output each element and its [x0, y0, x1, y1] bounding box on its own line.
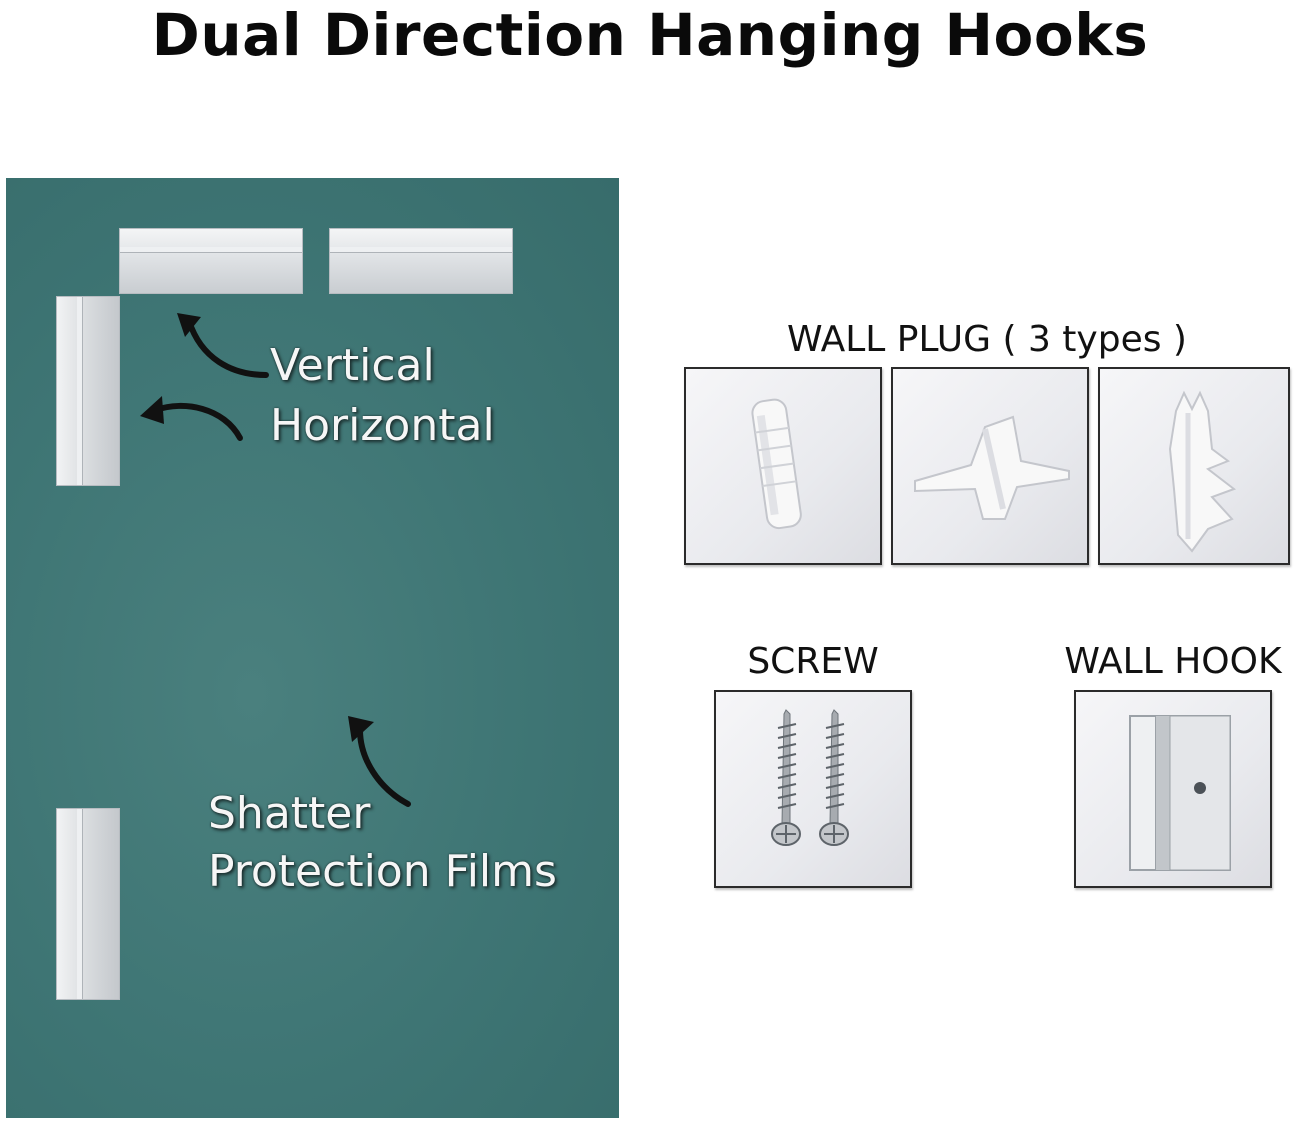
arrow-icon: [177, 313, 269, 378]
screw-icon: [771, 709, 849, 846]
wall-hook-tile: [1074, 690, 1272, 888]
wall-plug-tile-3: [1098, 367, 1290, 565]
shatter-label: Shatter: [208, 788, 371, 839]
wall-plug-icon: [914, 415, 1070, 520]
horizontal-hook-rail-left: [119, 228, 303, 294]
page-title: Dual Direction Hanging Hooks: [151, 1, 1149, 69]
wall-hook-heading: WALL HOOK: [1064, 641, 1282, 682]
vertical-label: Vertical: [270, 340, 435, 391]
vertical-hook-rail-top: [56, 296, 120, 486]
wall-plug-heading: WALL PLUG ( 3 types ): [787, 319, 1187, 360]
screw-heading: SCREW: [747, 641, 879, 682]
horizontal-label: Horizontal: [270, 400, 495, 451]
arrow-icon: [140, 396, 243, 441]
wall-plug-icon: [751, 398, 802, 530]
wall-plug-tile-2: [891, 367, 1089, 565]
protection-films-label: Protection Films: [208, 846, 557, 897]
horizontal-hook-rail-right: [329, 228, 513, 294]
wall-hook-icon: [1129, 715, 1231, 871]
wall-plug-tile-1: [684, 367, 882, 565]
mirror-back-board: Vertical Horizontal Shatter Protection F…: [6, 178, 619, 1118]
wall-plug-icon: [1168, 390, 1237, 553]
arrow-icon: [348, 716, 411, 807]
screw-tile: [714, 690, 912, 888]
vertical-hook-rail-bottom: [56, 808, 120, 1000]
